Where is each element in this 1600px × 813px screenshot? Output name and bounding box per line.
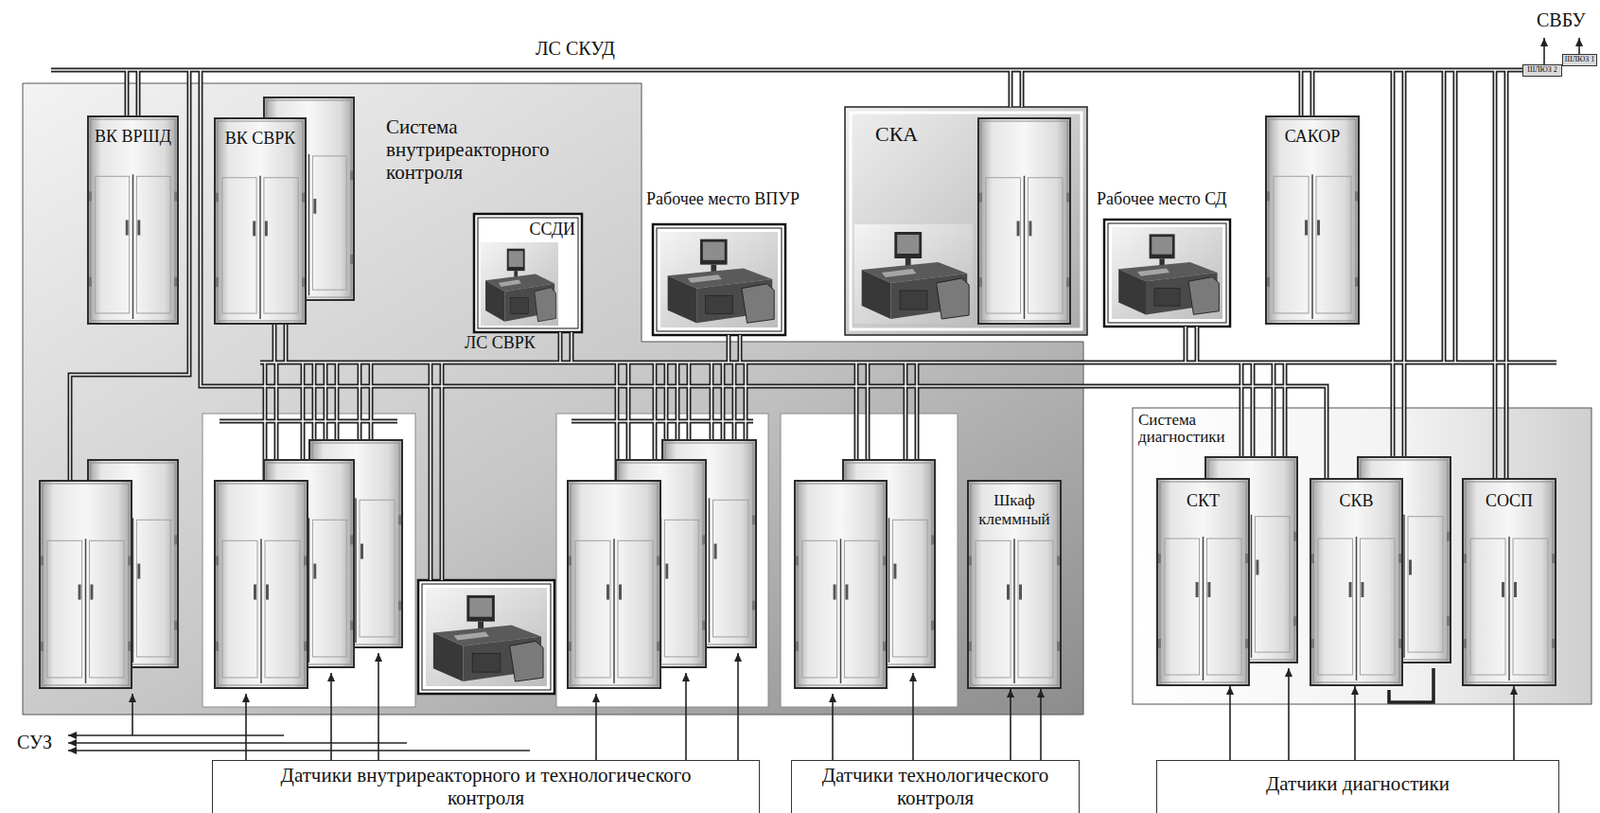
cabinet — [567, 480, 661, 688]
cabinet-box: ВК СВРК — [213, 117, 307, 325]
workstation-frames — [418, 213, 1231, 694]
workstations — [425, 224, 1223, 686]
node-label: Система диагностики — [1138, 411, 1226, 446]
workstation — [425, 587, 547, 686]
bus-label: ЛС СКУД — [535, 37, 616, 60]
bus-label: ЛС СВРК — [464, 333, 536, 353]
node-label: ШЛЮЗ 2 — [1523, 66, 1562, 75]
signal-arrow — [1039, 688, 1042, 760]
workstation — [660, 231, 778, 328]
workstation — [854, 224, 973, 324]
workstation — [480, 242, 559, 326]
region-frame — [1132, 407, 1592, 704]
gateway-box: ШЛЮЗ 1 — [1562, 53, 1598, 67]
cabinet — [1310, 478, 1403, 686]
node-label: ВК ВРШД — [87, 126, 179, 147]
bus-label: СУЗ — [17, 731, 53, 754]
cabinet — [214, 480, 308, 688]
node-label: СКТ — [1156, 491, 1250, 511]
node-label: Система внутриреакторного контроля — [386, 115, 549, 184]
signal-wires — [68, 37, 1580, 760]
cabinet — [39, 480, 132, 688]
system-region: Система внутриреакторного контроля ВК ВРШ… — [22, 83, 1084, 715]
node-label: Рабочее место СД — [1096, 189, 1228, 210]
signal-arrow — [1229, 685, 1231, 760]
subsystem-frame — [850, 112, 1082, 330]
group-frame — [202, 413, 416, 707]
node-label: Рабочее место ВПУР — [646, 189, 800, 210]
cabinet-box: САКОР — [1265, 115, 1360, 325]
sensor-box: Датчики технологического контроля — [791, 759, 1080, 813]
signal-arrow — [1512, 685, 1515, 760]
workstation — [1111, 227, 1223, 319]
node-label: СОСП — [1461, 491, 1557, 511]
node-label: СКА — [875, 122, 918, 146]
cabinet-box: СКВ — [1309, 477, 1404, 686]
system-region: Система диагностикиСКТ СКВ СОСП — [1132, 407, 1592, 704]
subsystem-box: СКА — [844, 106, 1088, 335]
signal-arrow — [1353, 685, 1356, 760]
cabinet — [794, 480, 887, 688]
workstation-box: Рабочее место СД — [1093, 189, 1250, 332]
subsystem-frame — [844, 106, 1088, 335]
cabinet-box: СОСП — [1461, 477, 1557, 686]
cabinet — [1462, 478, 1556, 686]
cabinet-box: СКТ — [1156, 477, 1250, 686]
cabinet-box: ВК ВРШД — [87, 115, 179, 325]
cabinet — [978, 118, 1071, 324]
node-label: Датчики внутриреакторного и технологичес… — [250, 763, 721, 809]
node-label: САКОР — [1265, 126, 1360, 147]
node-label: Датчики диагностики — [1176, 772, 1540, 795]
cabinet-box: Шкаф клеммный — [967, 479, 1062, 689]
cabinet — [1157, 478, 1249, 686]
gateway-box: ШЛЮЗ 2 — [1522, 64, 1563, 77]
workstation-box: Рабочее место ВПУР — [643, 189, 845, 342]
sensor-box: Датчики внутриреакторного и технологичес… — [211, 759, 760, 813]
node-label: ШЛЮЗ 1 — [1563, 55, 1597, 65]
cabinet — [1265, 116, 1359, 324]
bus-label: СВБУ — [1536, 9, 1586, 32]
sensor-box: Датчики диагностики — [1156, 759, 1560, 813]
cabinet — [214, 118, 306, 324]
workstation-box: ССДИ — [474, 213, 582, 333]
node-label: СКВ — [1309, 491, 1404, 511]
cabinet — [87, 116, 178, 324]
node-label: Датчики технологического контроля — [810, 763, 1060, 809]
signal-arrow — [1009, 688, 1012, 760]
cabinets — [39, 97, 1556, 688]
group-frame — [556, 413, 769, 707]
node-label: ССДИ — [529, 219, 576, 240]
node-label: ВК СВРК — [213, 128, 307, 149]
node-label: Шкаф клеммный — [978, 491, 1050, 528]
cabinet — [967, 480, 1061, 688]
